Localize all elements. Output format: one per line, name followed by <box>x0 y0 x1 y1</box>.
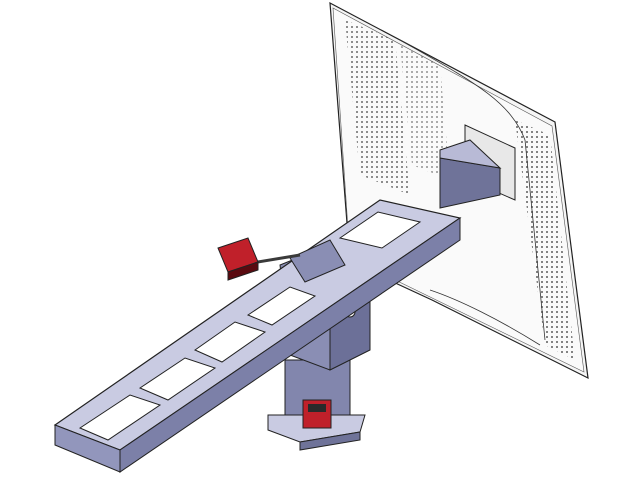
mount-post <box>439 139 502 209</box>
arm-cutout <box>338 211 422 249</box>
servo-motor-top <box>217 237 301 281</box>
arm-cutout <box>138 357 217 401</box>
vent-strip-left <box>345 20 410 195</box>
arm-cutout <box>246 286 317 326</box>
arm-cutout <box>193 321 267 363</box>
servo-motor-base <box>302 399 332 429</box>
vent-strip-right <box>515 120 575 360</box>
arm-beam <box>53 199 462 473</box>
arm-cutout <box>78 394 162 441</box>
pedestal <box>267 359 366 451</box>
vent-strip-mid <box>400 45 450 180</box>
